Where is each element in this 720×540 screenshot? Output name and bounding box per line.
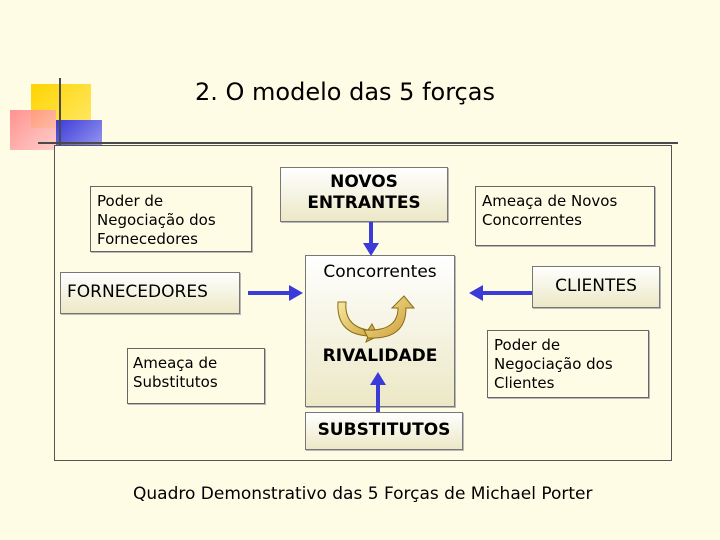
box-clientes: CLIENTES: [532, 266, 660, 308]
box-ameaca-novos-concorrentes: Ameaça de Novos Concorrentes: [475, 186, 655, 246]
box-substitutos: SUBSTITUTOS: [305, 412, 463, 450]
arrow-substitutos-to-rivalidade: [370, 372, 386, 412]
box-ameaca-substitutos: Ameaça de Substitutos: [127, 348, 265, 404]
box-fornecedores: FORNECEDORES: [60, 272, 240, 314]
decorative-vertical-line: [59, 78, 61, 160]
arrow-novos-to-concorrentes: [363, 222, 379, 256]
arrow-clientes-to-concorrentes: [469, 285, 532, 301]
rivalidade-label: RIVALIDADE: [322, 346, 438, 366]
rivalry-cycle-icon: [337, 295, 416, 343]
box-novos-entrantes: NOVOS ENTRANTES: [280, 167, 448, 222]
arrow-fornecedores-to-concorrentes: [248, 285, 303, 301]
diagram-caption: Quadro Demonstrativo das 5 Forças de Mic…: [133, 484, 593, 504]
box-poder-clientes: Poder de Negociação dos Clientes: [487, 330, 649, 398]
slide-title: 2. O modelo das 5 forças: [195, 78, 495, 106]
concorrentes-label: Concorrentes: [323, 262, 437, 282]
decorative-horizontal-line: [38, 142, 678, 144]
box-poder-fornecedores: Poder de Negociação dos Fornecedores: [90, 186, 252, 252]
